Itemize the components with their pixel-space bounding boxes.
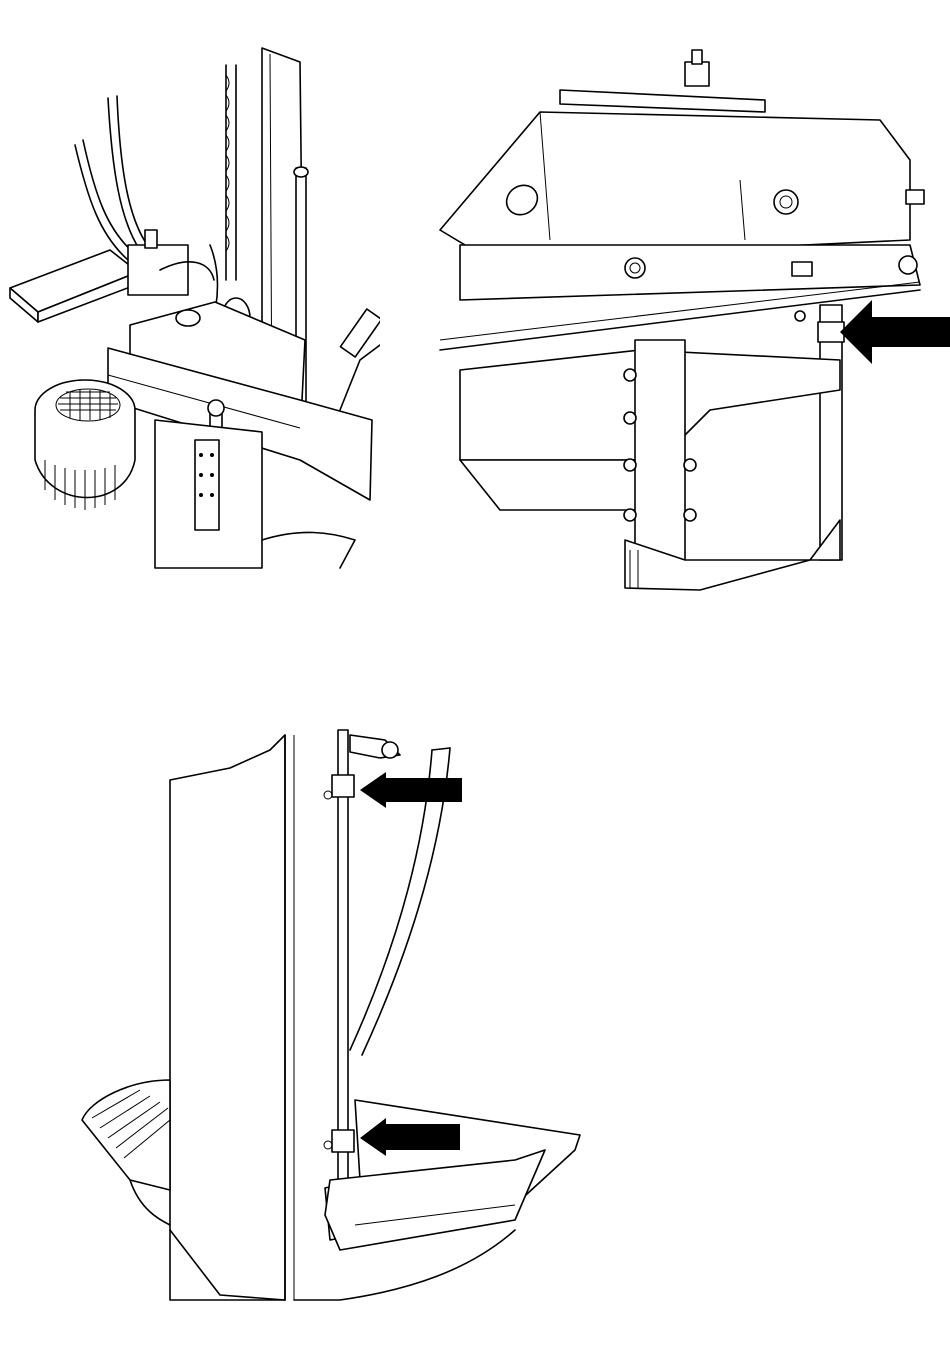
column-body: [170, 735, 285, 1300]
splitter-beam: [440, 112, 910, 260]
chain: [226, 65, 236, 280]
bolted-plate: [635, 340, 685, 560]
bolt-head: [625, 258, 645, 278]
upper-rod-clamp: [332, 775, 354, 797]
panel-beam-detail: [420, 40, 950, 600]
valve-block: [128, 245, 188, 295]
wheel: [82, 1080, 170, 1190]
pointer-arrow-icon: [840, 300, 950, 364]
control-assembly-drawing: [0, 40, 380, 580]
lower-beam-bar: [460, 245, 920, 300]
front-knob: [208, 400, 224, 416]
guide-rod: [338, 730, 348, 1190]
column-detail-drawing: [70, 710, 590, 1310]
top-fitting: [685, 62, 709, 86]
panel-control-assembly: [0, 40, 380, 580]
hex-nut: [774, 190, 798, 214]
lower-rod-clamp: [332, 1130, 354, 1152]
beam-detail-drawing: [420, 40, 950, 600]
panel-column-detail: [70, 710, 590, 1310]
